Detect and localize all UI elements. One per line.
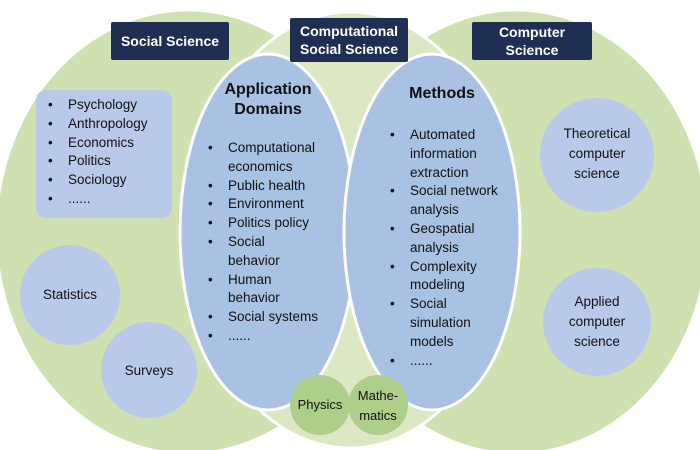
statistics-circle xyxy=(20,245,120,345)
theoretical-cs-label: Theoretical computer science xyxy=(563,126,631,181)
applied-cs-label: Applied computer science xyxy=(568,294,626,349)
physics-label: Physics xyxy=(297,397,343,412)
theoretical-cs-circle xyxy=(540,98,654,212)
list-item: Environment xyxy=(206,195,346,214)
css-header-line1: Computational xyxy=(300,23,398,39)
list-item: ...... xyxy=(206,327,346,346)
application-domains-title: Application Domains xyxy=(224,81,312,118)
list-item: Politics policy xyxy=(206,214,346,233)
surveys-label: Surveys xyxy=(124,363,174,378)
list-item: Public health xyxy=(206,177,346,196)
applied-cs-circle xyxy=(543,268,651,376)
list-item: Economics xyxy=(46,134,170,153)
list-item: Anthropology xyxy=(46,115,170,134)
surveys-circle xyxy=(101,322,197,418)
list-item: Sociology xyxy=(46,171,170,190)
list-item: Psychology xyxy=(46,96,170,115)
list-item: Social systems xyxy=(206,308,346,327)
list-item: ...... xyxy=(388,352,516,371)
computer-science-header: Computer Science xyxy=(472,22,592,60)
social-science-list: Psychology Anthropology Economics Politi… xyxy=(46,96,170,209)
statistics-label: Statistics xyxy=(42,287,97,302)
mathematics-label: Mathe- matics xyxy=(357,388,399,423)
social-science-header: Social Science xyxy=(111,22,229,60)
list-item: Politics xyxy=(46,152,170,171)
computational-social-science-header: Computational Social Science xyxy=(290,18,408,62)
methods-title: Methods xyxy=(409,85,475,102)
css-header-line2: Social Science xyxy=(299,41,399,57)
physics-circle xyxy=(290,375,350,435)
list-item: ...... xyxy=(46,190,170,209)
mathematics-circle xyxy=(348,375,408,435)
